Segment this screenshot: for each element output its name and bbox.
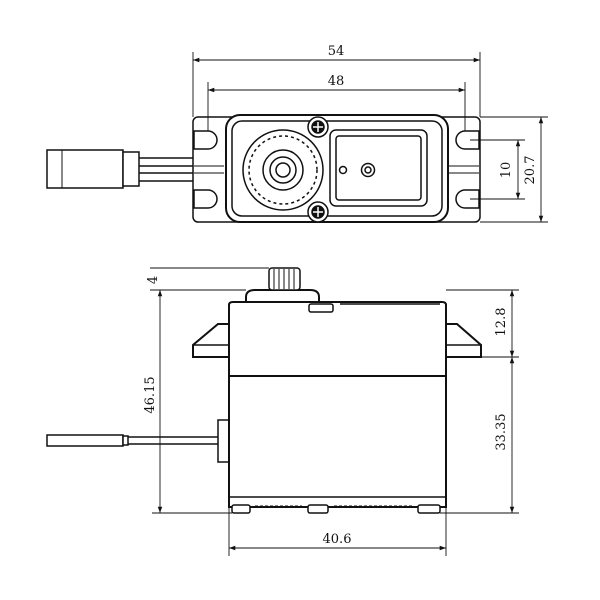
label-plate bbox=[329, 129, 428, 207]
dim-spline-height: 4 bbox=[146, 267, 269, 291]
side-top-cap bbox=[228, 301, 447, 377]
dim-label-48: 48 bbox=[328, 74, 345, 89]
side-cable-connector bbox=[46, 419, 230, 463]
dim-label-33-35: 33.35 bbox=[494, 413, 509, 450]
top-cable-connector bbox=[46, 149, 195, 189]
dim-overall-width: 20.7 bbox=[480, 116, 548, 223]
dim-total-height: 46.15 bbox=[143, 290, 232, 514]
gear-housing bbox=[245, 289, 320, 303]
dim-hole-offset: 10 bbox=[470, 139, 525, 200]
dim-body-length: 40.6 bbox=[228, 507, 447, 556]
spline-teeth bbox=[273, 269, 295, 289]
dim-label-46-15: 46.15 bbox=[143, 376, 158, 413]
dim-label-4: 4 bbox=[146, 276, 161, 284]
side-right-flange bbox=[445, 323, 482, 358]
dim-label-12-8: 12.8 bbox=[494, 308, 509, 337]
dim-flange-height: 12.8 bbox=[446, 289, 519, 358]
side-feet bbox=[231, 504, 441, 514]
output-gear bbox=[242, 129, 324, 211]
dim-body-height: 33.35 bbox=[440, 357, 519, 514]
dim-label-54: 54 bbox=[328, 44, 345, 59]
dim-hole-spacing: 48 bbox=[207, 74, 466, 131]
left-mounting-ears bbox=[193, 130, 224, 209]
side-body bbox=[228, 375, 447, 508]
side-view: 4 46.15 12.8 33.35 40.6 bbox=[46, 267, 519, 556]
dim-label-40-6: 40.6 bbox=[323, 532, 352, 547]
top-view: 54 48 10 20.7 bbox=[46, 44, 548, 223]
dim-label-10: 10 bbox=[499, 162, 514, 179]
dim-overall-length: 54 bbox=[192, 44, 481, 117]
right-mounting-ears bbox=[449, 130, 480, 209]
case-screw-icon bbox=[307, 201, 329, 223]
side-left-flange bbox=[192, 323, 230, 358]
case-screw-icon bbox=[307, 116, 329, 138]
dim-label-20-7: 20.7 bbox=[523, 156, 538, 185]
